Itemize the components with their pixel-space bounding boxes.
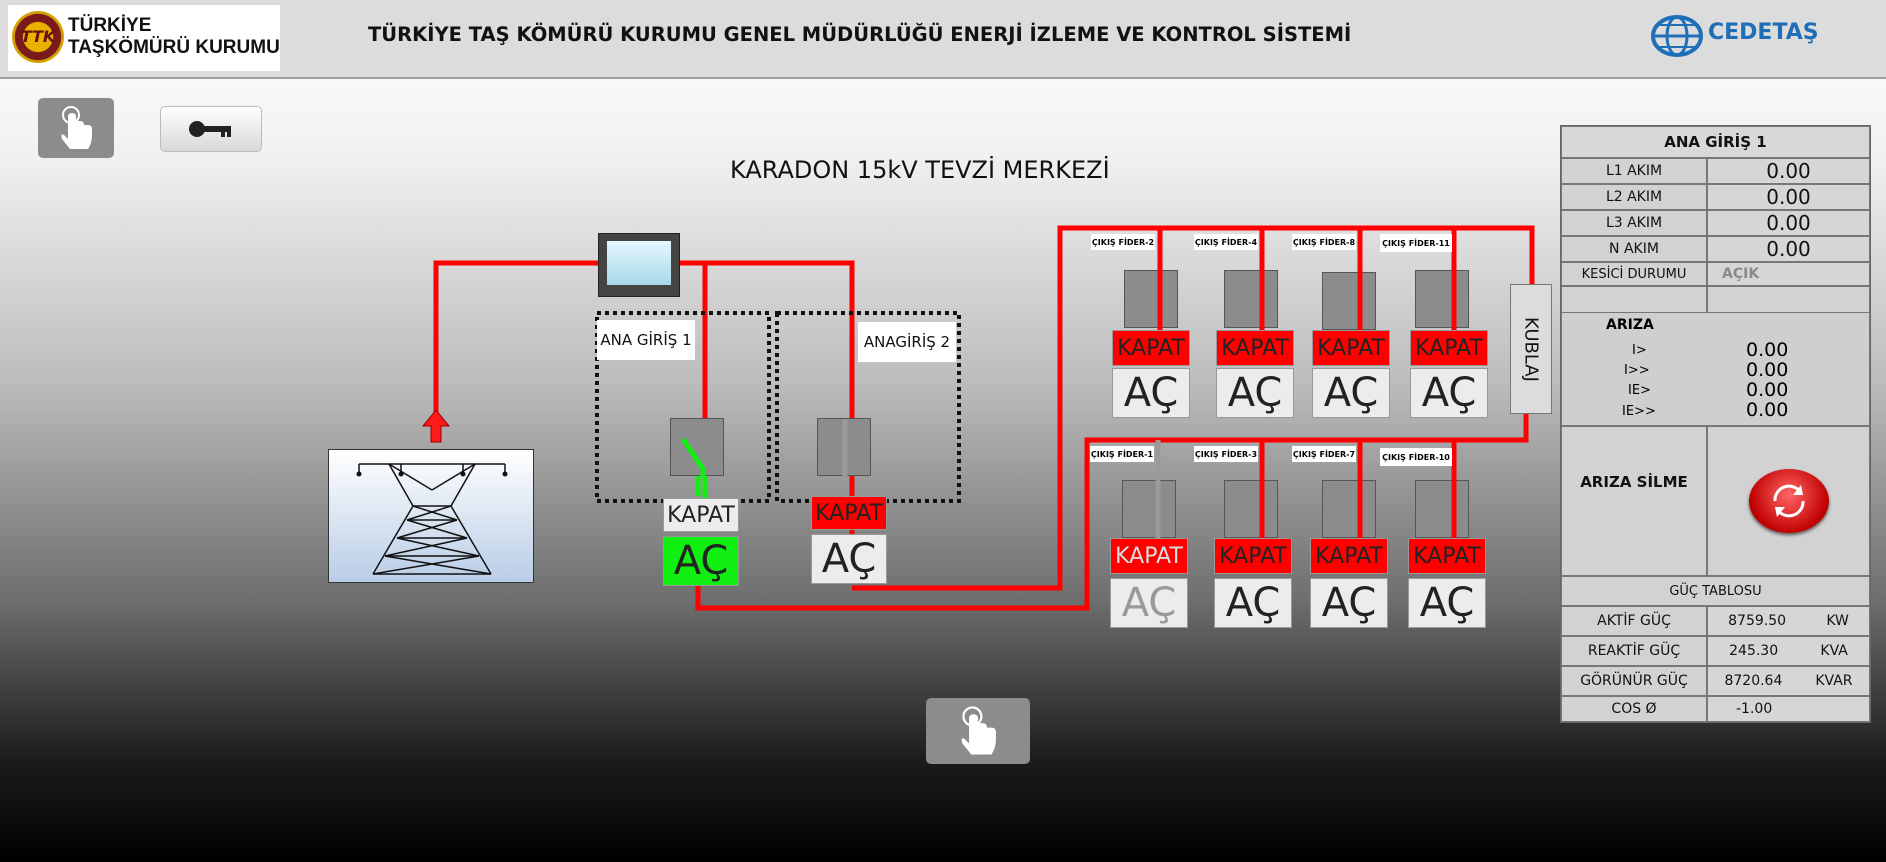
feeder-3-close-button[interactable]: KAPAT bbox=[1214, 538, 1292, 574]
feeder-1-close-button[interactable]: KAPAT bbox=[1110, 538, 1188, 574]
feeder-1-open-button[interactable]: AÇ bbox=[1110, 578, 1188, 628]
hand-pointer-icon bbox=[61, 106, 92, 149]
feeder-7-label: ÇIKIŞ FİDER-7 bbox=[1292, 446, 1356, 462]
feeder-7-close-button[interactable]: KAPAT bbox=[1310, 538, 1388, 574]
navigate-button[interactable] bbox=[926, 698, 1030, 764]
feeder-11-label: ÇIKIŞ FİDER-11 bbox=[1380, 234, 1452, 252]
feeder-11-open-button[interactable]: AÇ bbox=[1410, 368, 1488, 418]
reset-icon bbox=[1772, 484, 1805, 518]
feeder-7-open-button[interactable]: AÇ bbox=[1310, 578, 1388, 628]
incomer-2-close-button[interactable]: KAPAT bbox=[811, 496, 887, 530]
feeder-11-close-button[interactable]: KAPAT bbox=[1410, 330, 1488, 366]
feeder-4-breaker bbox=[1224, 270, 1278, 328]
login-button[interactable] bbox=[160, 106, 262, 152]
hand-pointer-icon bbox=[961, 706, 996, 755]
feeder-10-breaker bbox=[1415, 480, 1469, 538]
key-icon bbox=[189, 121, 231, 137]
feeder-3-label: ÇIKIŞ FİDER-3 bbox=[1194, 446, 1258, 462]
energy-meter-icon[interactable] bbox=[598, 233, 680, 297]
feeder-3-open-button[interactable]: AÇ bbox=[1214, 578, 1292, 628]
touch-mode-button[interactable] bbox=[38, 98, 114, 158]
breaker-status-value: AÇIK bbox=[1707, 262, 1870, 286]
arrow-up-icon bbox=[421, 409, 451, 443]
incomer-2-label: ANAGİRİŞ 2 bbox=[858, 322, 956, 362]
incomer-2-open-button[interactable]: AÇ bbox=[811, 534, 887, 584]
feeder-8-close-button[interactable]: KAPAT bbox=[1312, 330, 1390, 366]
feeder-10-close-button[interactable]: KAPAT bbox=[1408, 538, 1486, 574]
page-title: KARADON 15kV TEVZİ MERKEZİ bbox=[730, 156, 1110, 184]
power-table-title: GÜÇ TABLOSU bbox=[1561, 576, 1870, 606]
incomer-1-breaker bbox=[670, 418, 724, 477]
fault-title: ARIZA bbox=[1606, 317, 1654, 333]
power-row-cos: COS Ø -1.00 bbox=[1561, 696, 1870, 722]
current-row-l2: L2 AKIM 0.00 bbox=[1561, 184, 1870, 210]
fault-section: ARIZA I> 0.00 I>> 0.00 IE> 0.00 IE>> 0.0… bbox=[1561, 312, 1870, 426]
globe-icon bbox=[1651, 15, 1703, 57]
current-row-n: N AKIM 0.00 bbox=[1561, 236, 1870, 262]
logo-line2: TAŞKÖMÜRÜ KURUMU bbox=[68, 37, 280, 58]
feeder-2-label: ÇIKIŞ FİDER-2 bbox=[1091, 234, 1155, 250]
feeder-7-breaker bbox=[1322, 480, 1376, 538]
transmission-tower bbox=[328, 449, 534, 583]
feeder-10-label: ÇIKIŞ FİDER-10 bbox=[1380, 448, 1452, 466]
feeder-2-breaker bbox=[1124, 270, 1178, 328]
incomer-1-open-button[interactable]: AÇ bbox=[663, 536, 739, 586]
current-row-l3: L3 AKIM 0.00 bbox=[1561, 210, 1870, 236]
feeder-8-label: ÇIKIŞ FİDER-8 bbox=[1292, 234, 1356, 250]
cedetas-logo: CEDETAŞ bbox=[1650, 14, 1850, 58]
feeder-2-open-button[interactable]: AÇ bbox=[1112, 368, 1190, 418]
feeder-3-breaker bbox=[1224, 480, 1278, 538]
feeder-4-label: ÇIKIŞ FİDER-4 bbox=[1194, 234, 1258, 250]
coupler-button[interactable]: KUBLAJ bbox=[1510, 284, 1552, 414]
tower-icon bbox=[356, 463, 508, 575]
fault-reset-button[interactable] bbox=[1748, 469, 1829, 533]
brand-name: CEDETAŞ bbox=[1708, 20, 1819, 45]
panel-title: ANA GİRİŞ 1 bbox=[1561, 126, 1870, 158]
ttk-emblem-icon: TTK bbox=[12, 11, 64, 63]
incomer-detail-panel: ANA GİRİŞ 1 L1 AKIM 0.00 L2 AKIM 0.00 L3… bbox=[1560, 125, 1871, 723]
feeder-1-label: ÇIKIŞ FİDER-1 bbox=[1090, 446, 1154, 462]
breaker-status-row: KESİCİ DURUMU AÇIK bbox=[1561, 262, 1870, 286]
logo-line1: TÜRKİYE bbox=[68, 15, 152, 36]
feeder-10-open-button[interactable]: AÇ bbox=[1408, 578, 1486, 628]
feeder-8-open-button[interactable]: AÇ bbox=[1312, 368, 1390, 418]
incomer-1-label: ANA GİRİŞ 1 bbox=[597, 320, 695, 360]
feeder-8-breaker bbox=[1322, 272, 1376, 330]
feeder-1-breaker bbox=[1122, 480, 1176, 538]
header-title: TÜRKİYE TAŞ KÖMÜRÜ KURUMU GENEL MÜDÜRLÜĞ… bbox=[368, 23, 1352, 46]
incomer-2-breaker bbox=[817, 418, 871, 477]
incomer-1-close-button[interactable]: KAPAT bbox=[663, 498, 739, 532]
header-bar: TTK TÜRKİYE TAŞKÖMÜRÜ KURUMU TÜRKİYE TAŞ… bbox=[0, 0, 1886, 79]
ttk-logo: TTK TÜRKİYE TAŞKÖMÜRÜ KURUMU bbox=[8, 5, 280, 71]
feeder-11-breaker bbox=[1415, 270, 1469, 328]
current-row-l1: L1 AKIM 0.00 bbox=[1561, 158, 1870, 184]
feeder-4-open-button[interactable]: AÇ bbox=[1216, 368, 1294, 418]
feeder-4-close-button[interactable]: KAPAT bbox=[1216, 330, 1294, 366]
feeder-2-close-button[interactable]: KAPAT bbox=[1112, 330, 1190, 366]
fault-reset-label: ARIZA SİLME bbox=[1561, 426, 1707, 576]
